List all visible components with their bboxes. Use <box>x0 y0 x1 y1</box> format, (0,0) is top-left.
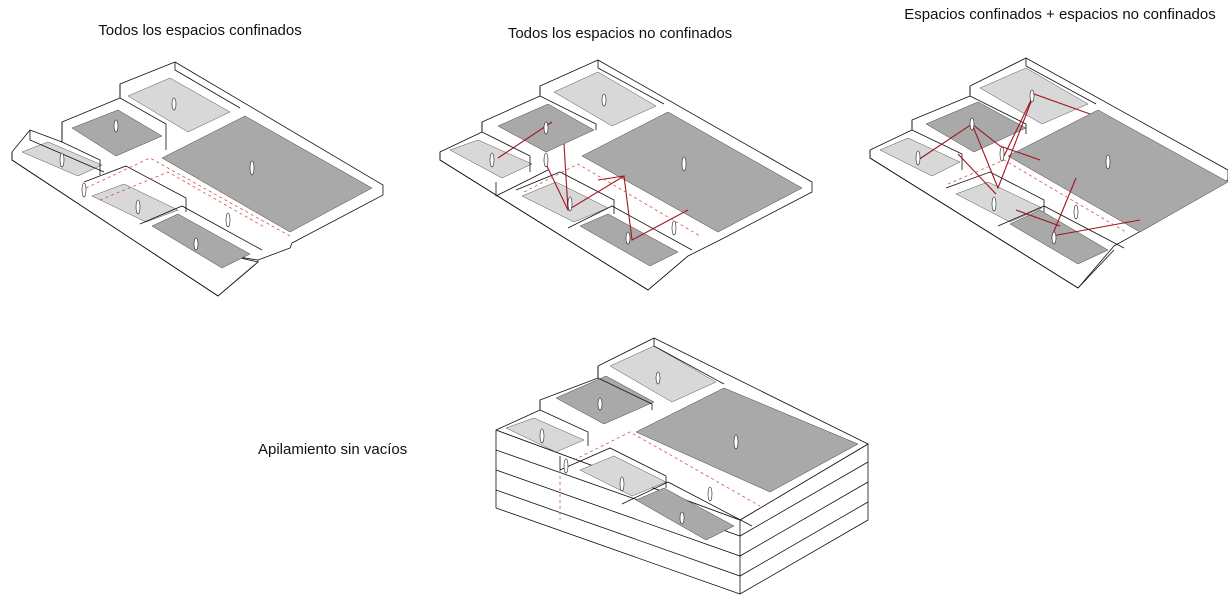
diagram-all-confined <box>11 61 384 297</box>
diagram-stacking-no-voids <box>495 337 869 595</box>
caption-all-confined: Todos los espacios confinados <box>98 22 302 39</box>
caption-confined-plus-non-confined: Espacios confinados + espacios no confin… <box>904 6 1216 23</box>
caption-stacking-no-voids: Apilamiento sin vacíos <box>258 441 408 458</box>
diagram-all-non-confined <box>439 59 813 291</box>
diagram-confined-plus-non-confined <box>869 57 1228 289</box>
caption-all-non-confined: Todos los espacios no confinados <box>507 25 733 42</box>
